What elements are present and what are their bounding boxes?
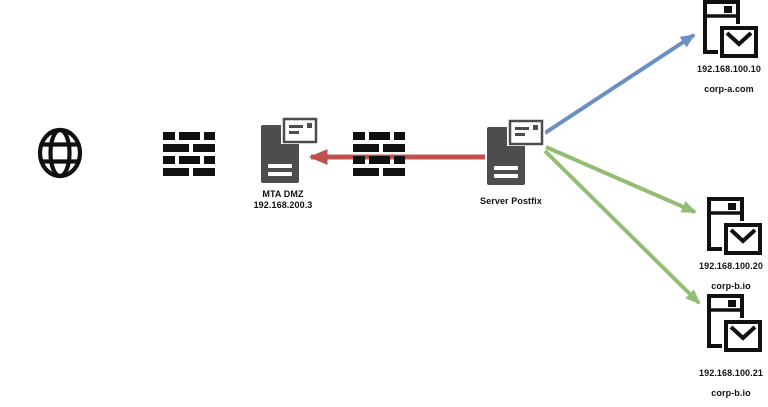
remote-mail-server-b2-icon	[707, 294, 762, 354]
envelope-icon	[722, 318, 762, 354]
edge-postfix-to-corp-a	[543, 33, 696, 135]
mta-dmz-ip: 192.168.200.3	[253, 200, 313, 210]
mta-dmz-name: MTA DMZ	[262, 189, 304, 199]
postfix-label: Server Postfix	[446, 196, 576, 207]
firewall-inner-icon	[353, 132, 405, 176]
remote-mail-server-a-icon	[703, 0, 758, 60]
remote-b2-ip: 192.168.100.21	[699, 368, 763, 378]
remote-a-ip: 192.168.100.10	[697, 64, 761, 74]
remote-b1-ip: 192.168.100.20	[699, 261, 763, 271]
remote-b1-domain: corp-b.io	[711, 281, 751, 291]
postfix-name: Server Postfix	[480, 196, 542, 206]
envelope-icon	[722, 221, 762, 257]
remote-b2-domain: corp-b.io	[711, 388, 751, 398]
remote-mail-server-b1-icon	[707, 197, 762, 257]
firewall-outer-icon	[163, 132, 215, 176]
envelope-icon	[507, 118, 545, 146]
edge-postfix-to-corp-b-1	[545, 145, 697, 214]
envelope-icon	[281, 116, 319, 144]
postfix-mail-server-icon	[485, 118, 545, 187]
envelope-icon	[718, 24, 758, 60]
globe-icon	[37, 127, 83, 179]
edge-postfix-to-corp-b-2	[543, 149, 701, 305]
remote-a-domain: corp-a.com	[704, 84, 754, 94]
mta-dmz-mail-server-icon	[259, 116, 319, 185]
mta-dmz-label: MTA DMZ 192.168.200.3	[218, 189, 348, 211]
